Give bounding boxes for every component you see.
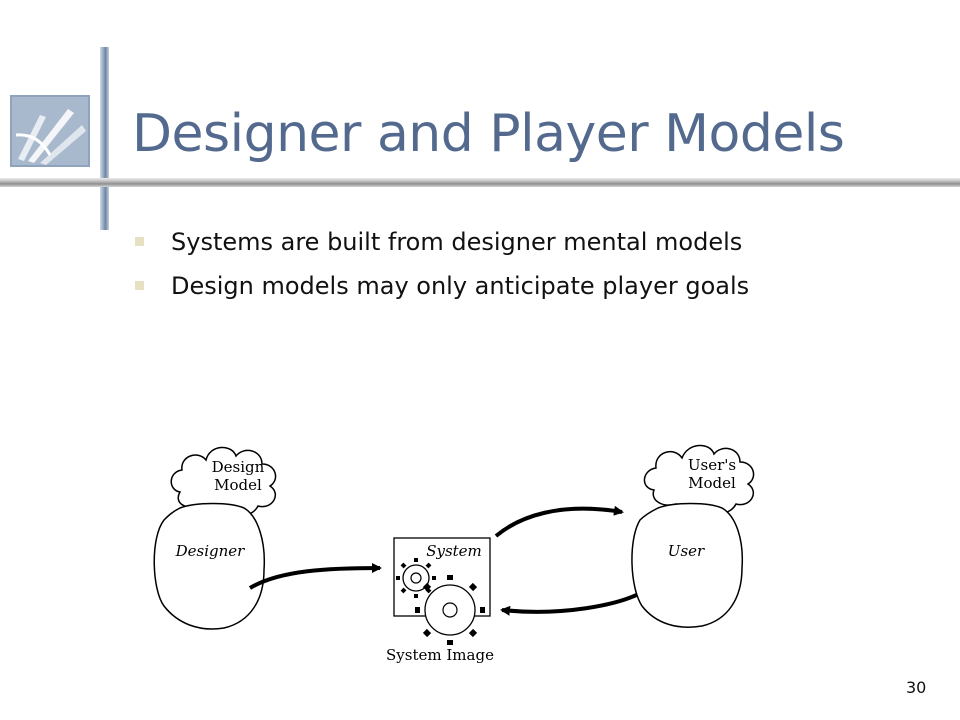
title-underline-rule: [0, 178, 960, 187]
bullet-item: Systems are built from designer mental m…: [135, 220, 749, 264]
bullet-text: Design models may only anticipate player…: [171, 272, 750, 300]
user-to-system-arrow: [500, 588, 648, 616]
user-label: User: [668, 542, 705, 560]
user-head: [631, 502, 744, 628]
system-image-label: System Image: [386, 646, 494, 664]
designer-head: [153, 502, 266, 630]
small-gear-icon: [396, 558, 436, 598]
vertical-accent-bar: [100, 47, 109, 230]
design-model-label-line2: Model: [214, 476, 262, 494]
logo: [10, 95, 90, 167]
slide-title: Designer and Player Models: [132, 104, 845, 164]
system-label: System: [426, 542, 482, 560]
bullet-text: Systems are built from designer mental m…: [171, 228, 743, 256]
bullet-square-icon: [135, 237, 144, 246]
designer-to-system-arrow: [248, 563, 382, 590]
bullet-square-icon: [135, 281, 144, 290]
bullet-list: Systems are built from designer mental m…: [135, 220, 749, 308]
users-model-label-line2: Model: [688, 474, 736, 492]
mental-models-diagram: Design Model Designer System System Imag…: [153, 444, 755, 664]
users-model-label-line1: User's: [688, 456, 736, 474]
bullet-item: Design models may only anticipate player…: [135, 264, 749, 308]
designer-label: Designer: [175, 542, 246, 560]
slide-number: 30: [906, 678, 927, 697]
system-to-user-arrow: [494, 505, 624, 538]
large-gear-icon: [415, 575, 485, 645]
design-model-label-line1: Design: [212, 458, 265, 476]
